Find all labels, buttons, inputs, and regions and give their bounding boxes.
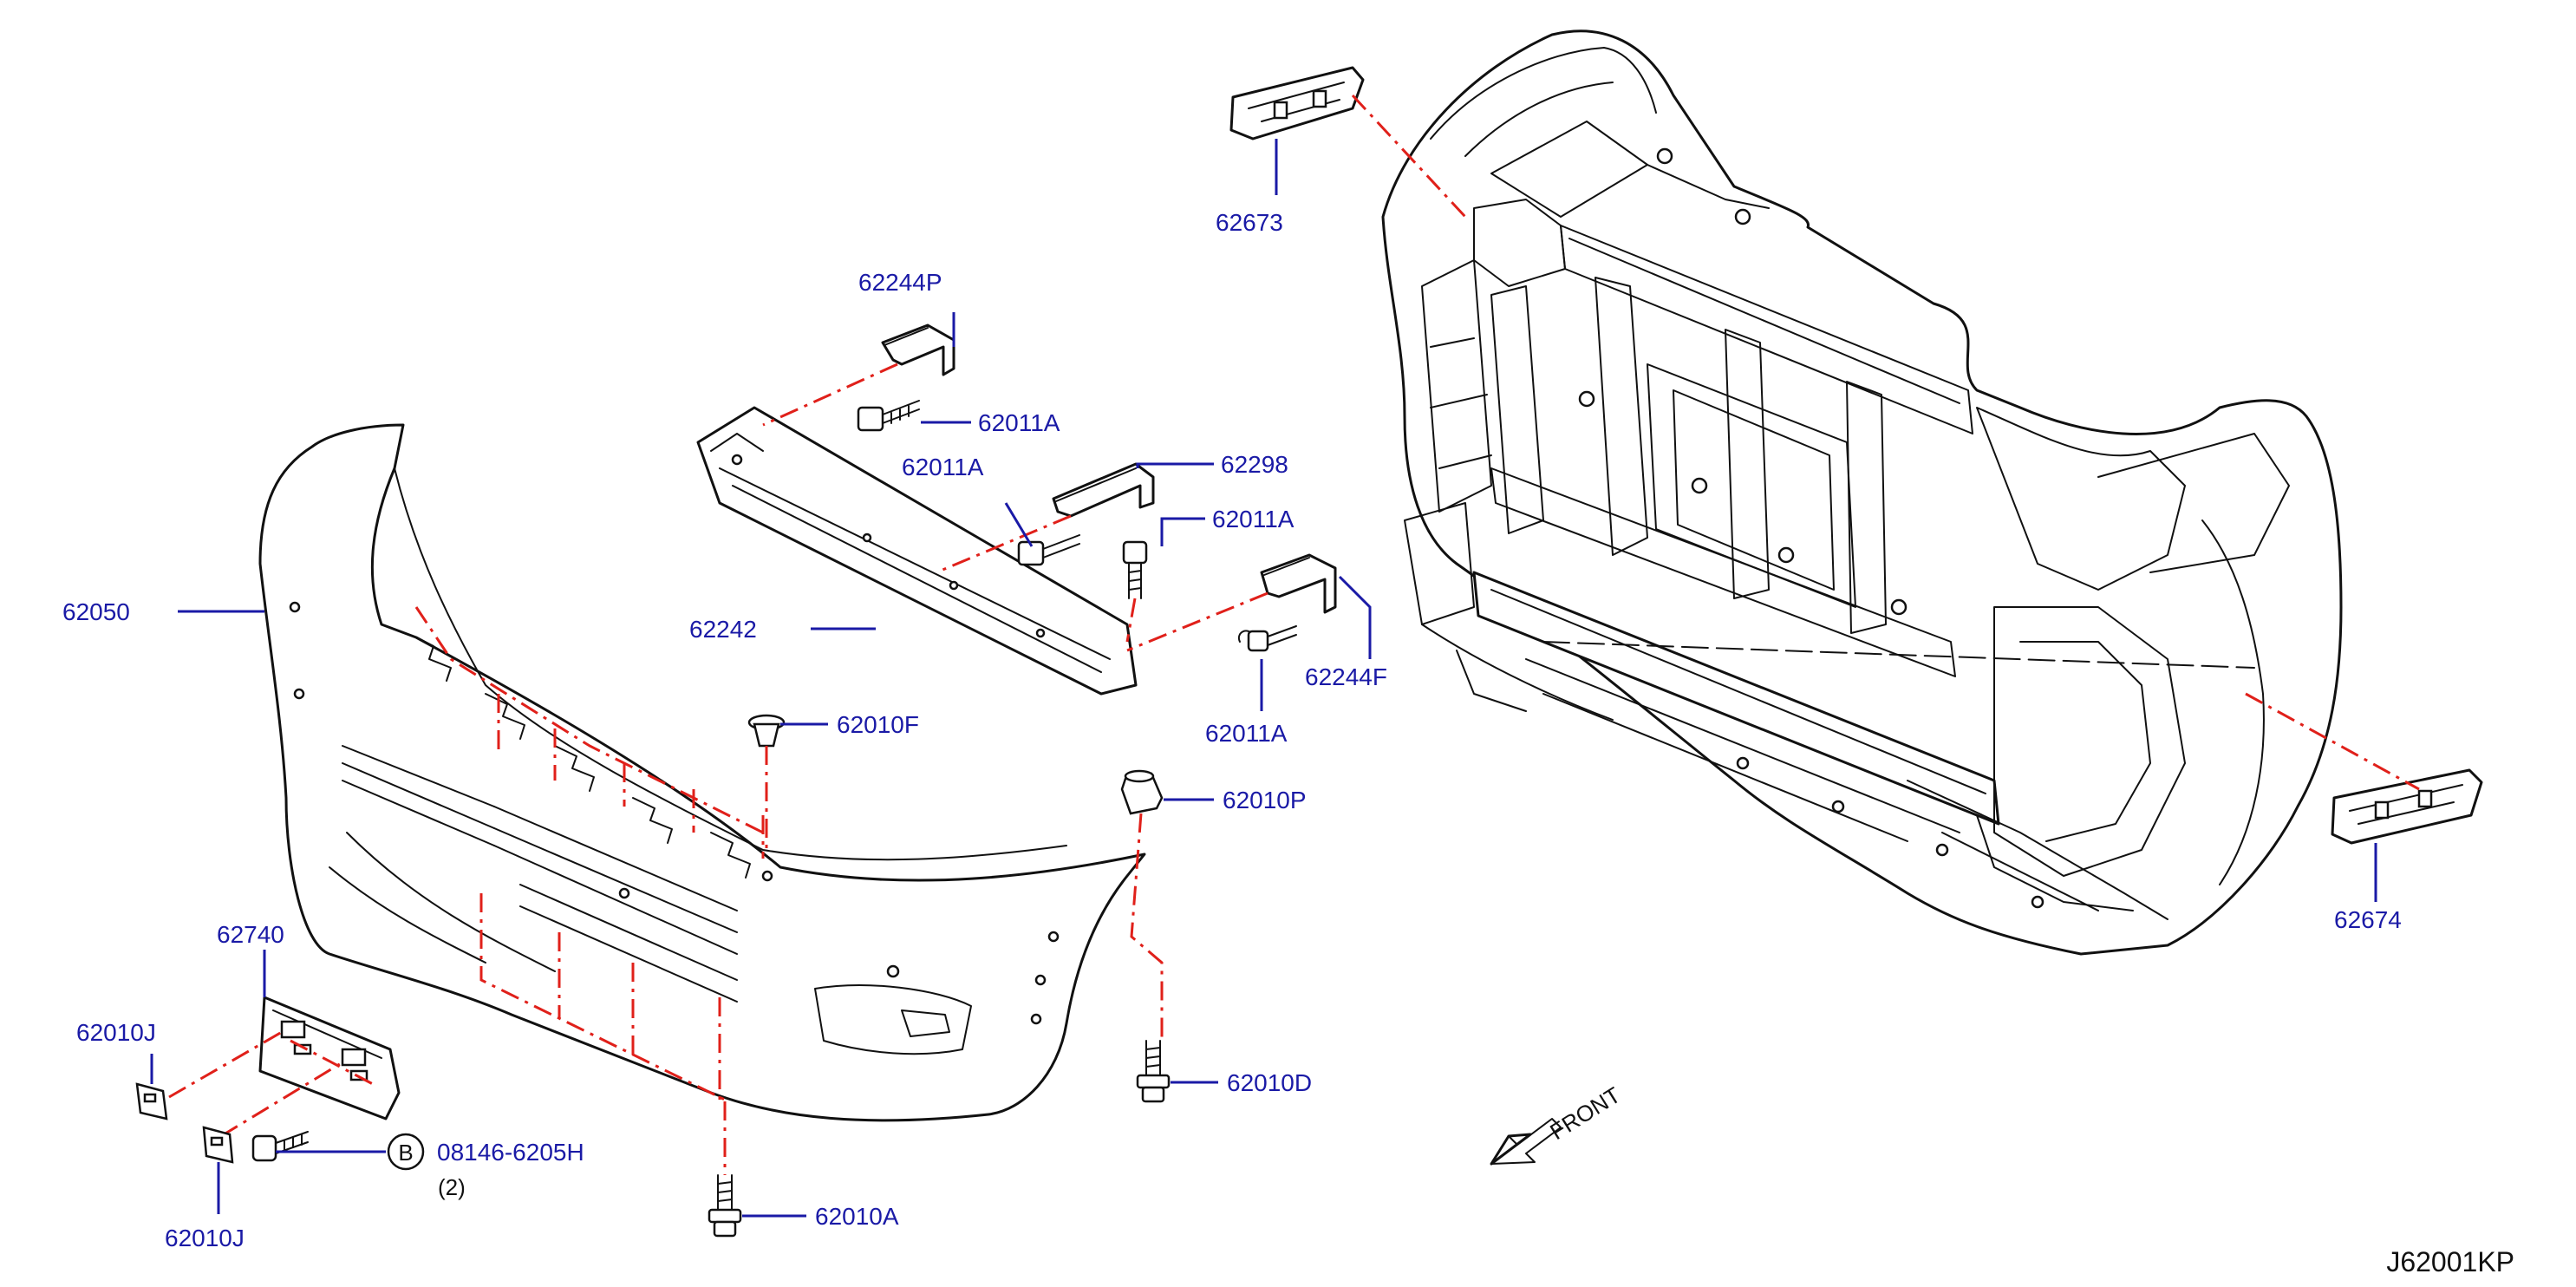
dash-62740-upper bbox=[168, 1030, 283, 1099]
part-62011A-bolt-4[interactable] bbox=[1237, 625, 1297, 652]
dash-62244P bbox=[762, 363, 898, 427]
label-62674[interactable]: 62674 bbox=[2334, 906, 2402, 933]
dash-bumper-lower bbox=[479, 893, 729, 1103]
label-08146-6205H[interactable]: 08146-6205H bbox=[437, 1139, 584, 1166]
label-62740[interactable]: 62740 bbox=[217, 921, 284, 948]
part-62010D-bolt[interactable] bbox=[1136, 1040, 1171, 1103]
label-62011A-3[interactable]: 62011A bbox=[1212, 506, 1295, 532]
front-arrow: FRONT bbox=[1490, 1081, 1625, 1166]
diagram-id: J62001KP bbox=[2386, 1246, 2514, 1277]
dash-62298 bbox=[936, 514, 1072, 574]
part-62242-reinforcement[interactable] bbox=[696, 406, 1138, 696]
part-62010A-bolt[interactable] bbox=[708, 1174, 742, 1238]
label-62010J-2[interactable]: 62010J bbox=[165, 1225, 245, 1251]
dash-bumper-clips-top bbox=[414, 606, 764, 834]
part-62010J-clip-1[interactable] bbox=[135, 1082, 168, 1120]
b-marker: B bbox=[387, 1133, 425, 1171]
callout-labels: 62673 62244P 62011A 62011A 62298 62011A … bbox=[62, 209, 2402, 1251]
dash-62740-bolt bbox=[290, 1039, 374, 1086]
label-62011A-4[interactable]: 62011A bbox=[1205, 720, 1288, 747]
label-62298[interactable]: 62298 bbox=[1221, 451, 1288, 478]
part-62050-bumper-fascia[interactable] bbox=[258, 423, 1146, 1122]
part-62010P-grommet[interactable] bbox=[1120, 769, 1164, 815]
part-62010F-clip[interactable] bbox=[747, 714, 786, 748]
dash-62740-lower bbox=[220, 1061, 343, 1138]
part-62740-license-bracket[interactable] bbox=[258, 996, 401, 1120]
part-62011A-bolt-1[interactable] bbox=[857, 400, 920, 432]
part-62011A-bolt-3[interactable] bbox=[1122, 540, 1148, 599]
front-label: FRONT bbox=[1545, 1081, 1625, 1145]
part-62010J-clip-2[interactable] bbox=[202, 1126, 234, 1164]
label-62050[interactable]: 62050 bbox=[62, 598, 130, 625]
part-62298-bracket[interactable] bbox=[1052, 462, 1155, 518]
label-62673[interactable]: 62673 bbox=[1216, 209, 1283, 236]
label-62011A-2[interactable]: 62011A bbox=[902, 454, 984, 480]
dash-bumper-clips-verticals bbox=[497, 694, 765, 859]
part-08146-6205H-bolt[interactable] bbox=[251, 1131, 309, 1162]
quantity-note: (2) bbox=[438, 1174, 466, 1200]
label-62244F[interactable]: 62244F bbox=[1305, 663, 1387, 690]
dash-62244F bbox=[1126, 591, 1268, 652]
part-62244P-bracket[interactable] bbox=[881, 323, 955, 376]
part-62674-bracket[interactable] bbox=[2331, 768, 2483, 845]
dash-62011A-3 bbox=[1125, 598, 1137, 643]
part-62244F-bracket[interactable] bbox=[1260, 553, 1337, 614]
label-62010A[interactable]: 62010A bbox=[815, 1203, 899, 1230]
part-62673-bracket[interactable] bbox=[1229, 66, 1365, 140]
label-62010D[interactable]: 62010D bbox=[1227, 1069, 1312, 1096]
label-62010J-1[interactable]: 62010J bbox=[76, 1019, 156, 1046]
label-62242[interactable]: 62242 bbox=[689, 616, 757, 643]
label-62010F[interactable]: 62010F bbox=[837, 711, 919, 738]
front-body-structure bbox=[1381, 29, 2343, 956]
label-62244P[interactable]: 62244P bbox=[858, 269, 942, 296]
dash-62674 bbox=[2245, 692, 2420, 791]
b-marker-text: B bbox=[398, 1140, 413, 1166]
leader-lines bbox=[150, 139, 2377, 1218]
label-62011A-1[interactable]: 62011A bbox=[978, 409, 1060, 436]
part-62011A-bolt-2[interactable] bbox=[1017, 534, 1080, 566]
dash-62673 bbox=[1351, 94, 1467, 219]
label-62010P[interactable]: 62010P bbox=[1223, 787, 1307, 813]
dash-62010P bbox=[1130, 813, 1164, 1041]
